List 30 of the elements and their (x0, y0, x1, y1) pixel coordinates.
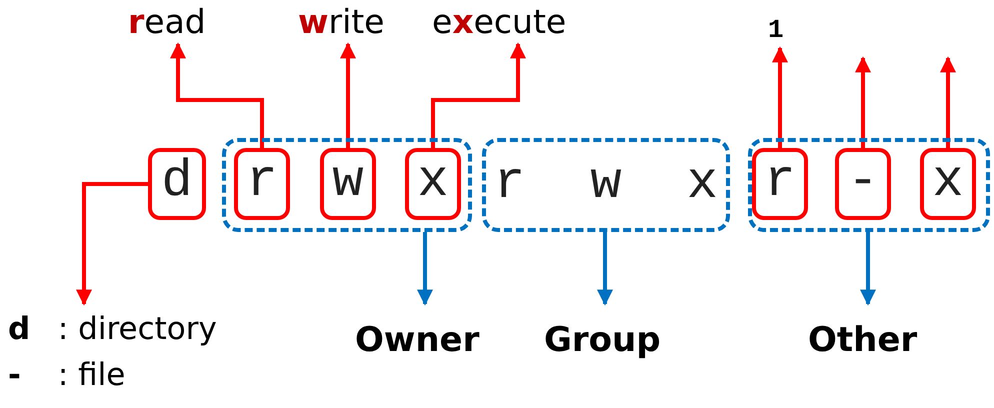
permission-letter-box: d (148, 148, 206, 220)
class-label: Other (808, 318, 930, 362)
arrow (860, 232, 876, 306)
arrow (340, 42, 356, 148)
arrow (597, 232, 613, 306)
permission-letter-box: r (752, 148, 808, 220)
arrow (76, 182, 148, 306)
arrow (940, 56, 956, 148)
file-type-key-line: d : directory (8, 310, 218, 349)
dashed-group-outline (748, 138, 990, 232)
permission-letter-box: x (405, 148, 461, 220)
permission-digit: 1 (768, 14, 792, 46)
class-label: Owner (355, 318, 491, 362)
class-label: Group (544, 318, 670, 362)
permission-letters: r w x (492, 154, 720, 214)
permission-letter-box: w (320, 148, 376, 220)
permission-label: read (128, 2, 208, 42)
permission-label: execute (432, 2, 572, 42)
permission-letter-box: x (920, 148, 976, 220)
permission-letter-box: r (234, 148, 290, 220)
arrow (431, 42, 526, 148)
file-type-key-line: - : file (8, 356, 126, 395)
arrow (170, 42, 264, 148)
permission-letter-box: - (835, 148, 891, 220)
arrow (417, 232, 433, 306)
dashed-group-outline (482, 138, 730, 232)
arrow (855, 56, 871, 148)
arrow (772, 46, 788, 148)
permission-label: write (298, 2, 398, 42)
dashed-group-outline (222, 138, 472, 232)
